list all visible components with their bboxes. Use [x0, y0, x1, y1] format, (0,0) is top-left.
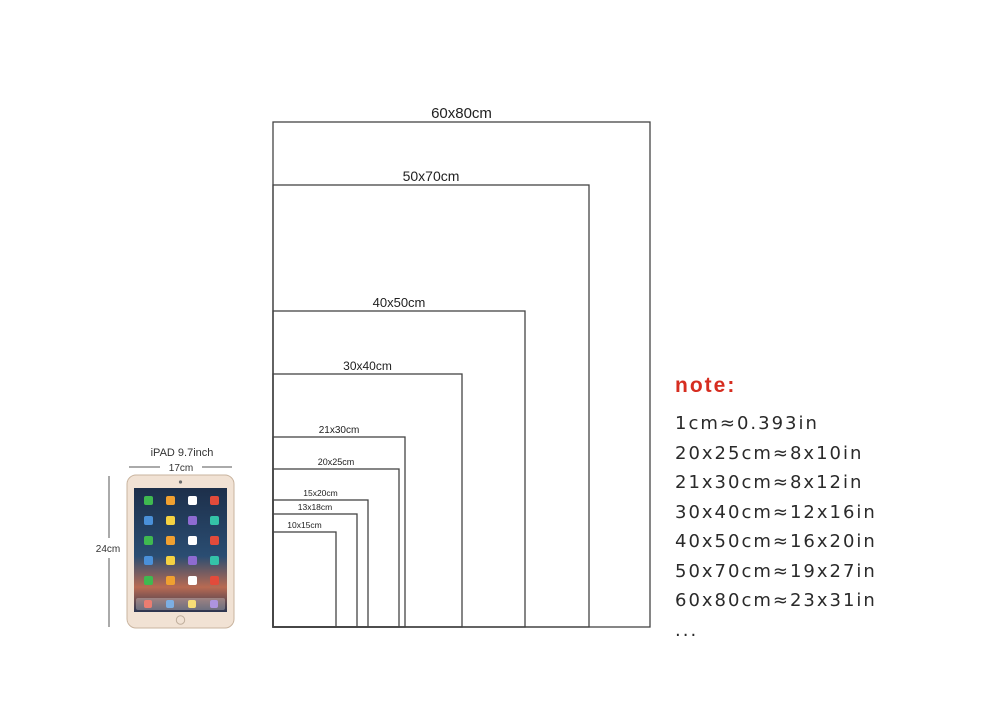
- app-icon: [188, 556, 197, 565]
- dock-icon: [166, 600, 174, 608]
- dock-icon: [188, 600, 196, 608]
- app-icon: [210, 536, 219, 545]
- app-icon: [144, 536, 153, 545]
- app-icon: [166, 536, 175, 545]
- note-line: 50x70cm≈19x27in: [675, 560, 877, 582]
- app-icon: [144, 516, 153, 525]
- frame-10x15cm: 10x15cm: [272, 520, 337, 628]
- app-icon: [188, 496, 197, 505]
- frame-label: 21x30cm: [319, 425, 360, 436]
- ipad-device-icon: [126, 474, 235, 629]
- frame-50x70cm: 50x70cm: [272, 168, 590, 628]
- frame-label: 13x18cm: [298, 502, 333, 512]
- frame-outlines: 60x80cm 50x70cm 40x50cm 30x40cm 21x30cm 20x25…: [272, 105, 651, 628]
- frame-label: 30x40cm: [343, 359, 392, 373]
- app-icon: [166, 516, 175, 525]
- ipad-width-dimension: 17cm: [129, 463, 232, 474]
- ipad-width-label: 17cm: [169, 463, 193, 474]
- note-line: 40x50cm≈16x20in: [675, 531, 877, 552]
- note-line: 60x80cm≈23x31in: [675, 590, 877, 611]
- frame-label: 15x20cm: [303, 488, 338, 498]
- ipad-height-label: 24cm: [96, 544, 120, 555]
- app-icon: [210, 516, 219, 525]
- frame-label: 40x50cm: [373, 295, 426, 310]
- ipad-title: iPAD 9.7inch: [151, 447, 214, 459]
- app-icon: [210, 556, 219, 565]
- frame-label: 60x80cm: [431, 105, 492, 122]
- note-list: 1cm≈0.393in 20x25cm≈8x10in 21x30cm≈8x12in 3…: [675, 409, 877, 645]
- app-icon: [166, 496, 175, 505]
- frame-rect: [272, 184, 590, 628]
- app-icon: [144, 576, 153, 585]
- frame-label: 20x25cm: [318, 457, 355, 467]
- app-icon: [144, 496, 153, 505]
- frame-label: 10x15cm: [287, 520, 322, 530]
- dock-icon: [210, 600, 218, 608]
- note-line: ...: [675, 619, 699, 641]
- note-line: 1cm≈0.393in: [675, 413, 819, 434]
- app-icon: [188, 516, 197, 525]
- app-icon: [188, 536, 197, 545]
- dock-icon: [144, 600, 152, 608]
- ipad-height-dimension: 24cm: [96, 476, 120, 627]
- frame-rect: [272, 513, 358, 628]
- app-icon: [210, 576, 219, 585]
- note-line: 21x30cm≈8x12in: [675, 472, 864, 493]
- app-icon: [210, 496, 219, 505]
- note-line: 20x25cm≈8x10in: [675, 442, 864, 464]
- note-title: note:: [675, 374, 737, 397]
- app-icon: [144, 556, 153, 565]
- note-line: 30x40cm≈12x16in: [675, 501, 877, 523]
- app-icon: [166, 576, 175, 585]
- ipad-reference: iPAD 9.7inch 17cm 24cm: [96, 447, 235, 629]
- app-icon: [166, 556, 175, 565]
- app-icon: [188, 576, 197, 585]
- frame-label: 50x70cm: [403, 168, 460, 184]
- frame-rect: [272, 531, 337, 628]
